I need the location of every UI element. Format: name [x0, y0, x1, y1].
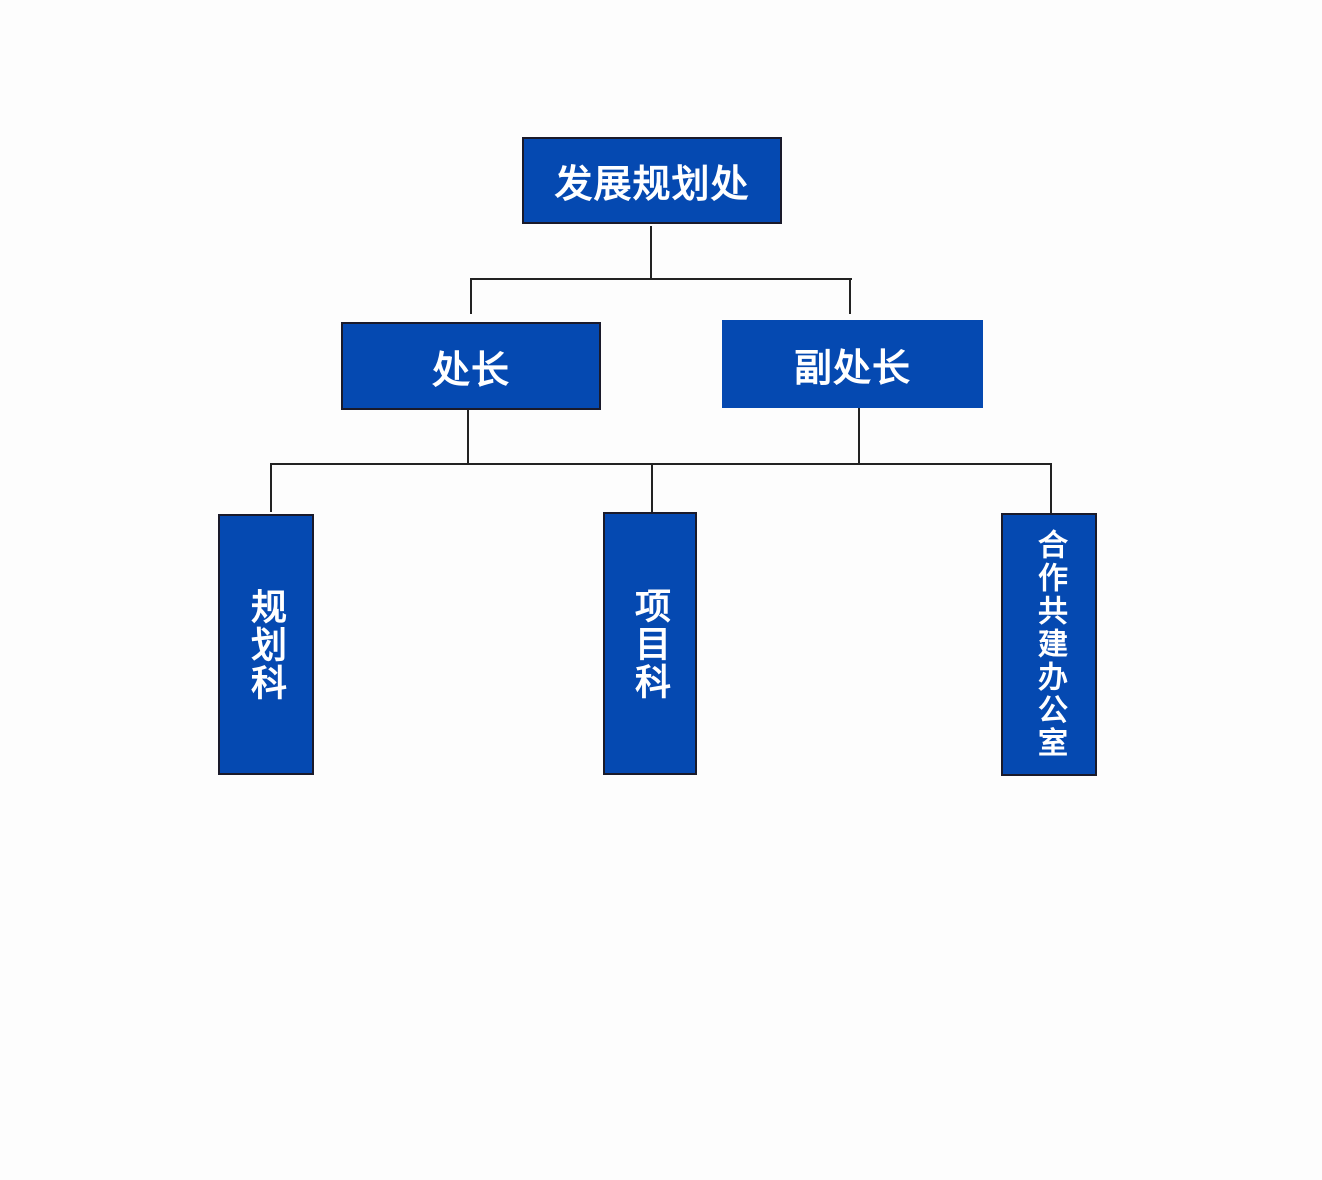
connector-line: [470, 278, 852, 280]
connector-line: [849, 278, 851, 314]
node-planning-section-label: 规划科: [245, 587, 287, 702]
node-project-section: 项目科: [603, 512, 697, 775]
connector-line: [651, 463, 653, 512]
connector-line: [467, 410, 469, 463]
node-cooperation-office: 合作共建办公室: [1001, 513, 1097, 776]
connector-line: [270, 463, 272, 512]
node-project-section-label: 项目科: [629, 586, 671, 701]
connector-line: [650, 226, 652, 279]
node-director-label: 处长: [431, 346, 510, 392]
node-deputy-director-label: 副处长: [793, 344, 911, 390]
connector-line: [858, 408, 860, 463]
connector-line: [470, 278, 472, 314]
node-deputy-director: 副处长: [722, 320, 983, 408]
node-cooperation-office-label: 合作共建办公室: [1032, 529, 1067, 760]
root-node-development-planning-office: 发展规划处: [522, 137, 782, 224]
node-director: 处长: [341, 322, 601, 410]
node-planning-section: 规划科: [218, 514, 314, 775]
root-node-label: 发展规划处: [554, 161, 750, 206]
connector-line: [1050, 463, 1052, 514]
connector-line: [270, 463, 1052, 465]
